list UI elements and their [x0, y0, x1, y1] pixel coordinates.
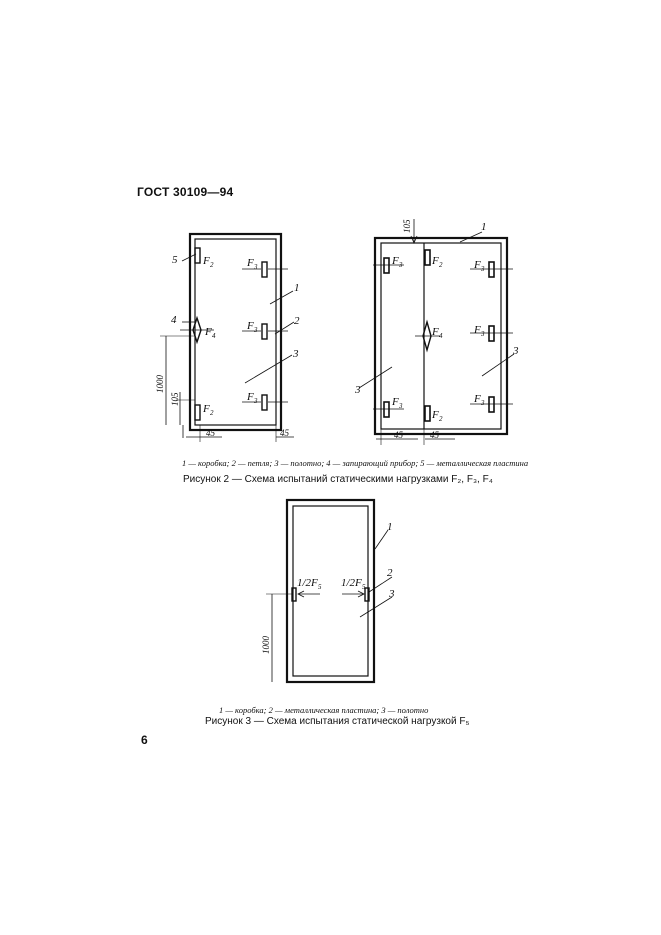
- dim-45-left: 45: [394, 430, 404, 440]
- force-f3-b: F: [391, 396, 399, 408]
- force-f3-3-sub: 3: [253, 397, 258, 405]
- callout-2: 2: [387, 567, 393, 579]
- force-half-f5-right: 1/2F: [341, 577, 362, 589]
- page-number: 6: [141, 733, 148, 747]
- dim-105-top: 105: [402, 219, 412, 233]
- figure3-caption: Рисунок 3 — Схема испытания статической …: [205, 716, 470, 727]
- fig2-left-door: [160, 232, 295, 442]
- force-f3-1: F: [246, 257, 254, 269]
- force-f2-bottom: F: [202, 403, 210, 415]
- force-f3-c-sub: 3: [480, 265, 485, 273]
- force-f4: F: [431, 326, 439, 338]
- figure2-legend: 1 — коробка; 2 — петля; 3 — полотно; 4 —…: [182, 458, 529, 468]
- force-f2-top-sub: 2: [210, 261, 214, 269]
- callout-4: 4: [171, 314, 177, 326]
- force-f4-sub: 4: [439, 332, 443, 340]
- callout-5: 5: [172, 254, 178, 266]
- callout-1: 1: [387, 521, 393, 533]
- callout-3-right: 3: [512, 345, 519, 357]
- fig3-door: [266, 498, 393, 684]
- callout-2: 2: [294, 315, 300, 327]
- force-f3-c: F: [473, 259, 481, 271]
- force-f2-bottom-sub: 2: [210, 409, 214, 417]
- figure3-legend: 1 — коробка; 2 — металлическая пластина;…: [219, 705, 429, 715]
- callout-3: 3: [388, 588, 395, 600]
- force-f2-a: F: [431, 255, 439, 267]
- document-header: ГОСТ 30109—94: [137, 185, 234, 199]
- force-f3-a-sub: 3: [398, 261, 403, 269]
- dim-45-left: 45: [206, 428, 216, 438]
- force-f3-b-sub: 3: [398, 402, 403, 410]
- dim-105: 105: [170, 392, 180, 406]
- callout-1: 1: [294, 282, 300, 294]
- force-f2-b: F: [431, 409, 439, 421]
- force-half-f5-right-sub: 5: [362, 583, 366, 591]
- dim-45-right: 45: [430, 430, 440, 440]
- force-f4-sub: 4: [212, 332, 216, 340]
- callout-3: 3: [292, 348, 299, 360]
- dim-45-right: 45: [280, 428, 290, 438]
- dim-1000: 1000: [261, 636, 271, 655]
- force-half-f5-left: 1/2F: [297, 577, 318, 589]
- dim-1000: 1000: [155, 375, 165, 394]
- force-f3-1-sub: 3: [253, 263, 258, 271]
- force-half-f5-left-sub: 5: [318, 583, 322, 591]
- force-f3-e-sub: 3: [480, 399, 485, 407]
- fig2-right-labels: 1 3 3 105 F 3 F 2 F 4 F 3 F 2 F 3 F 3 F …: [354, 219, 519, 440]
- force-f3-e: F: [473, 393, 481, 405]
- callout-3-left: 3: [354, 384, 361, 396]
- fig2-left-labels: 5 4 1 2 3 F 2 F 2 F 4 F 3 F 3 F 3 1000 1…: [155, 254, 300, 438]
- force-f3-2-sub: 3: [253, 326, 258, 334]
- figure2-caption: Рисунок 2 — Схема испытаний статическими…: [183, 474, 493, 485]
- force-f3-d-sub: 3: [480, 330, 485, 338]
- fig3-labels: 1 2 3 1/2F 5 1/2F 5 1000: [261, 521, 395, 654]
- force-f2-b-sub: 2: [439, 415, 443, 423]
- force-f3-d: F: [473, 324, 481, 336]
- force-f3-a: F: [391, 255, 399, 267]
- force-f4: F: [204, 326, 212, 338]
- force-f3-2: F: [246, 320, 254, 332]
- force-f2-top: F: [202, 255, 210, 267]
- callout-1: 1: [481, 221, 487, 233]
- force-f2-a-sub: 2: [439, 261, 443, 269]
- fig2-right-door: [358, 219, 515, 445]
- force-f3-3: F: [246, 391, 254, 403]
